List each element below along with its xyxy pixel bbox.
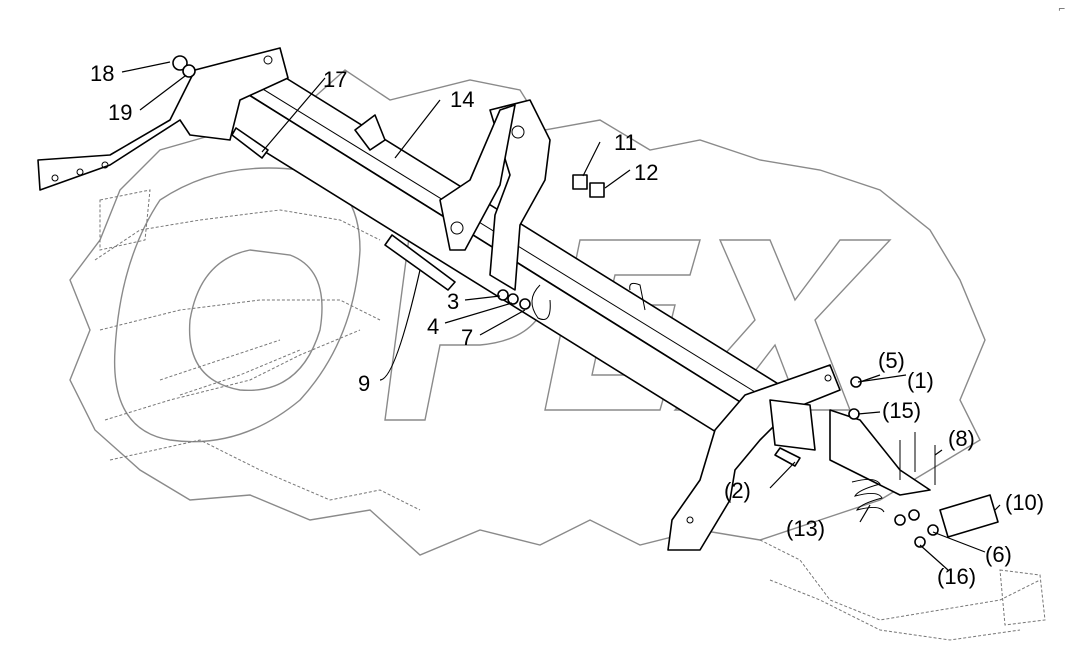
label-13: (13) [786,516,825,541]
label-5: (5) [878,348,905,373]
label-18: 18 [90,61,114,86]
label-1: (1) [907,368,934,393]
bolt-2 [774,447,801,467]
watermark-gear [69,69,986,556]
hitch-plate [829,376,931,496]
nuts-top-left [172,55,196,78]
background-tractor-ghost [94,189,1046,641]
nuts-bottom-right [894,509,939,548]
label-4: 4 [427,314,439,339]
label-14: 14 [450,87,474,112]
lifting-eye [531,282,646,320]
label-8: (8) [948,426,975,451]
label-16: (16) [937,564,976,589]
bolt-17 [231,127,269,159]
label-12: 12 [634,160,658,185]
callout-labels: 18 19 17 14 11 12 3 4 7 9 (5) (1) (15) (… [90,61,1044,589]
corner-mark: ⌐ [1058,5,1066,15]
label-11: 11 [614,130,637,155]
label-19: 19 [108,100,132,125]
label-3: 3 [447,289,459,314]
leader-lines [121,61,1001,571]
right-bracket [667,364,841,551]
washer-group [497,289,531,310]
bolts-8 [899,432,936,485]
label-2: (2) [724,478,751,503]
left-bracket [37,47,289,191]
label-7: 7 [461,325,473,350]
spring-13 [851,478,885,513]
bushings [572,174,605,198]
label-6: (6) [985,542,1012,567]
center-bracket [354,99,551,291]
pin-9 [384,234,456,291]
label-17: 17 [323,67,347,92]
bar-10 [939,494,999,538]
label-10: (10) [1005,490,1044,515]
label-9: 9 [358,371,370,396]
label-15: (15) [882,398,921,423]
